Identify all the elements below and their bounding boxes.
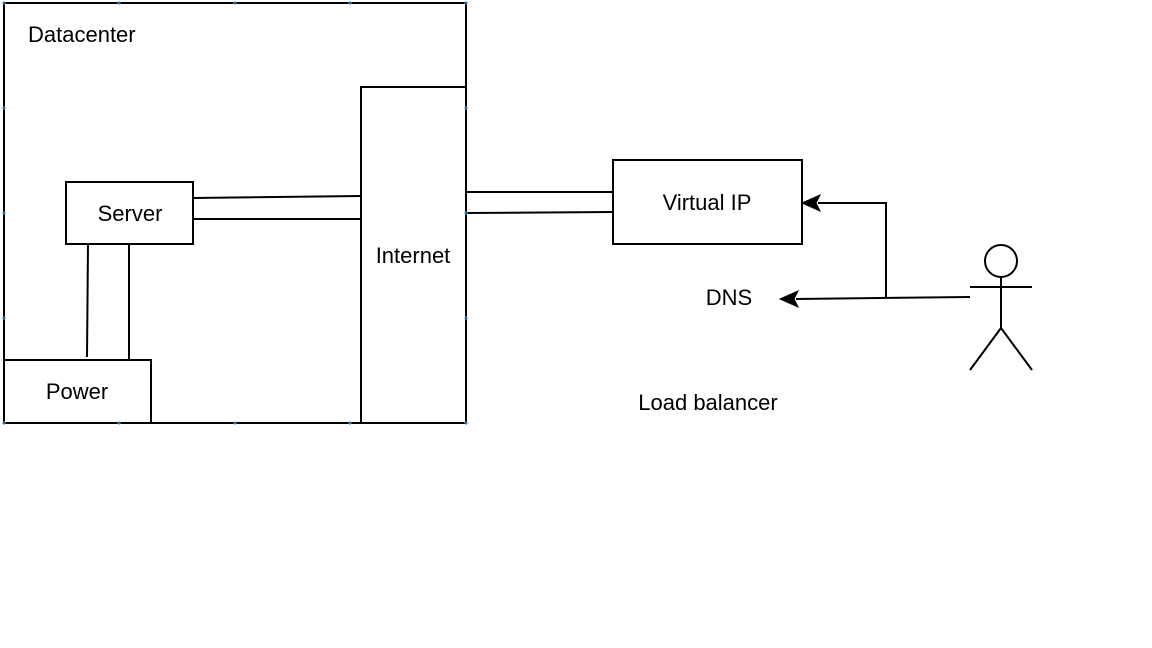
user-dns-connector[interactable] [795,296,971,300]
internet-label: Internet [376,243,451,268]
selection-handles [2,1,468,425]
internet-block[interactable] [360,86,467,424]
power-label: Power [46,379,108,404]
user-vip-connector[interactable] [818,202,887,297]
virtual-ip-label: Virtual IP [663,190,752,215]
arrowhead-icon [800,193,822,213]
virtual-ip-box[interactable] [612,159,803,245]
server-label: Server [98,201,163,226]
datacenter-label: Datacenter [28,22,136,47]
load-balancer-label: Load balancer [638,390,777,415]
stick-figure-actor-icon[interactable] [969,244,1033,371]
server-internet-link-top[interactable] [192,195,362,199]
internet-vip-link-bottom[interactable] [465,211,614,214]
dns-label: DNS [706,285,752,310]
server-power-link-left[interactable] [86,243,89,358]
arrowhead-icon [778,289,800,309]
power-box[interactable] [3,359,152,424]
